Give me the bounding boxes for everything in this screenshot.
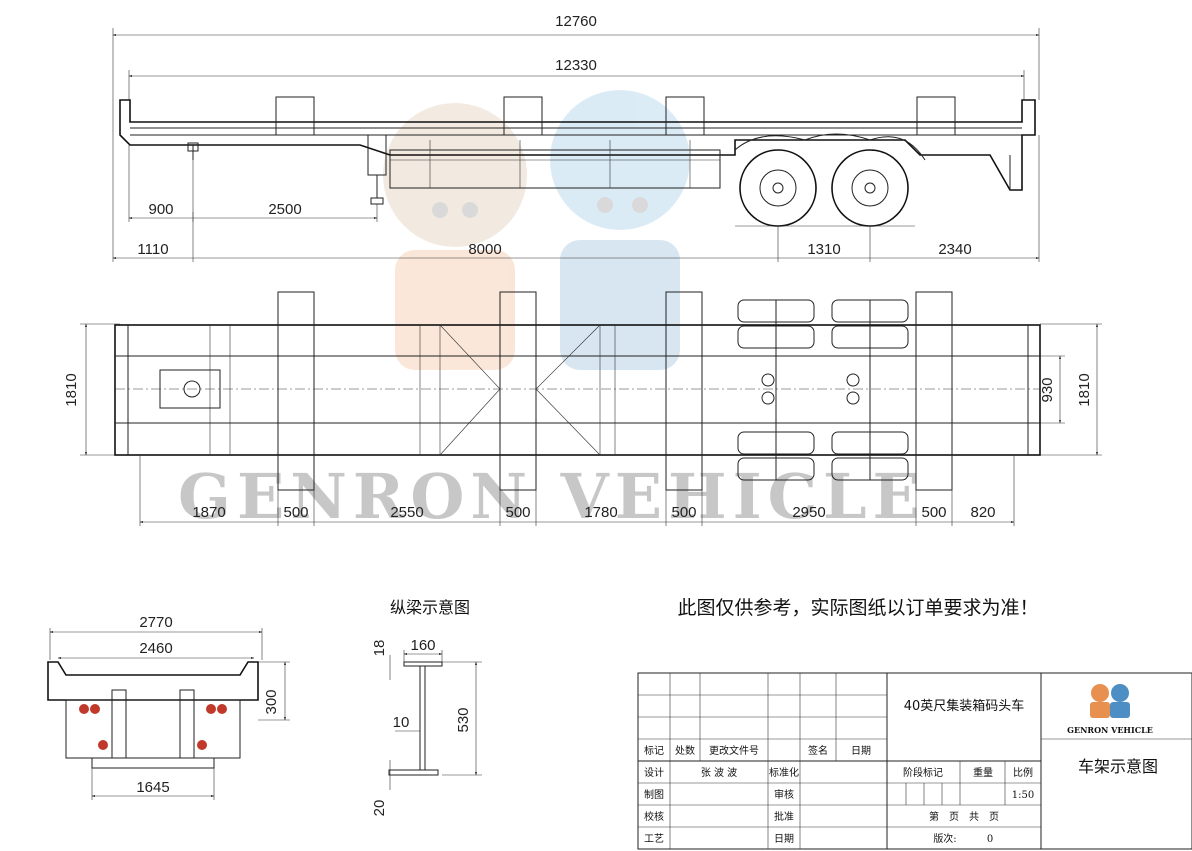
rear-view: 2770 2460 300 1645 — [47, 614, 290, 800]
approve-label: 批准 — [774, 810, 794, 823]
dim-top-flange: 18 — [371, 640, 388, 657]
dim-rear-height: 300 — [263, 689, 280, 714]
beam-section: 纵梁示意图 160 18 10 530 20 — [371, 598, 482, 816]
dim-segment-7: 2950 — [792, 504, 825, 521]
dim-track-width: 930 — [1039, 377, 1056, 402]
rev-header-mark: 标记 — [644, 745, 664, 757]
dim-flange-width: 160 — [410, 637, 435, 654]
dim-segment-5: 1780 — [584, 504, 617, 521]
dim-beam-height: 530 — [455, 707, 472, 732]
version-value: 0 — [987, 834, 993, 845]
rev-header-doc: 更改文件号 — [709, 744, 759, 757]
dim-bottom-flange: 20 — [371, 800, 388, 817]
dim-overall-length: 12760 — [555, 13, 597, 30]
watermark-text: GENRON VEHICLE — [178, 460, 926, 533]
dim-rear-overhang: 2340 — [938, 241, 971, 258]
rev-header-count: 处数 — [675, 744, 695, 757]
dim-rear-frame-width: 2460 — [139, 640, 172, 657]
version-label: 版次: — [933, 832, 956, 845]
drafting-label: 制图 — [644, 788, 664, 801]
dim-segment-4: 500 — [505, 504, 530, 521]
dim-front-overhang: 1110 — [137, 241, 168, 258]
product-name: 40英尺集装箱码头车 — [904, 698, 1025, 714]
rev-header-sign: 签名 — [808, 744, 828, 757]
watermark-mascot — [383, 90, 690, 370]
scale-label: 比例 — [1013, 766, 1033, 779]
top-view: 1810 1810 930 — [63, 291, 1102, 526]
dim-segment-6: 500 — [671, 504, 696, 521]
process-label: 工艺 — [644, 833, 664, 845]
dim-leg-spacing: 2500 — [268, 201, 301, 218]
dim-segment-2: 500 — [283, 504, 308, 521]
scale-value: 1:50 — [1012, 790, 1034, 801]
review-label: 审核 — [774, 788, 794, 801]
weight-label: 重量 — [973, 766, 993, 779]
company-logo: GENRON VEHICLE — [1067, 684, 1153, 735]
drawing-note: 此图仅供参考，实际图纸以订单要求为准！ — [677, 597, 1038, 619]
rev-header-date: 日期 — [851, 745, 871, 757]
dim-web-thickness: 10 — [393, 714, 410, 731]
dim-wheelbase: 8000 — [468, 241, 501, 258]
stage-label: 阶段标记 — [903, 766, 943, 779]
dim-segment-3: 2550 — [390, 504, 423, 521]
dim-segment-9: 820 — [970, 504, 995, 521]
dim-kingpin-to-leg: 900 — [148, 201, 173, 218]
dim-width-right: 1810 — [1076, 373, 1093, 406]
sheet-label: 第 页 共 页 — [929, 810, 999, 823]
standardize-label: 标准化 — [769, 766, 799, 779]
dim-inner-length: 12330 — [555, 57, 597, 74]
dim-rear-bottom-width: 1645 — [136, 779, 169, 796]
dim-rear-overall-width: 2770 — [139, 614, 172, 631]
logo-text: GENRON VEHICLE — [1067, 725, 1153, 735]
dim-axle-spacing: 1310 — [807, 241, 840, 258]
date-label: 日期 — [774, 833, 794, 845]
design-label: 设计 — [644, 766, 664, 779]
drawing-name: 车架示意图 — [1078, 757, 1158, 776]
side-view: 12760 12330 — [112, 13, 1040, 262]
dim-width-left: 1810 — [63, 373, 80, 406]
designer-name: 张 波 波 — [701, 766, 737, 779]
beam-section-title: 纵梁示意图 — [390, 598, 470, 617]
check-label: 校核 — [644, 810, 664, 823]
dim-segment-1: 1870 — [192, 504, 225, 521]
title-block: 标记 处数 更改文件号 签名 日期 设计 张 波 波 标准化 制图 审核 校核 … — [637, 672, 1192, 850]
dim-segment-8: 500 — [921, 504, 946, 521]
